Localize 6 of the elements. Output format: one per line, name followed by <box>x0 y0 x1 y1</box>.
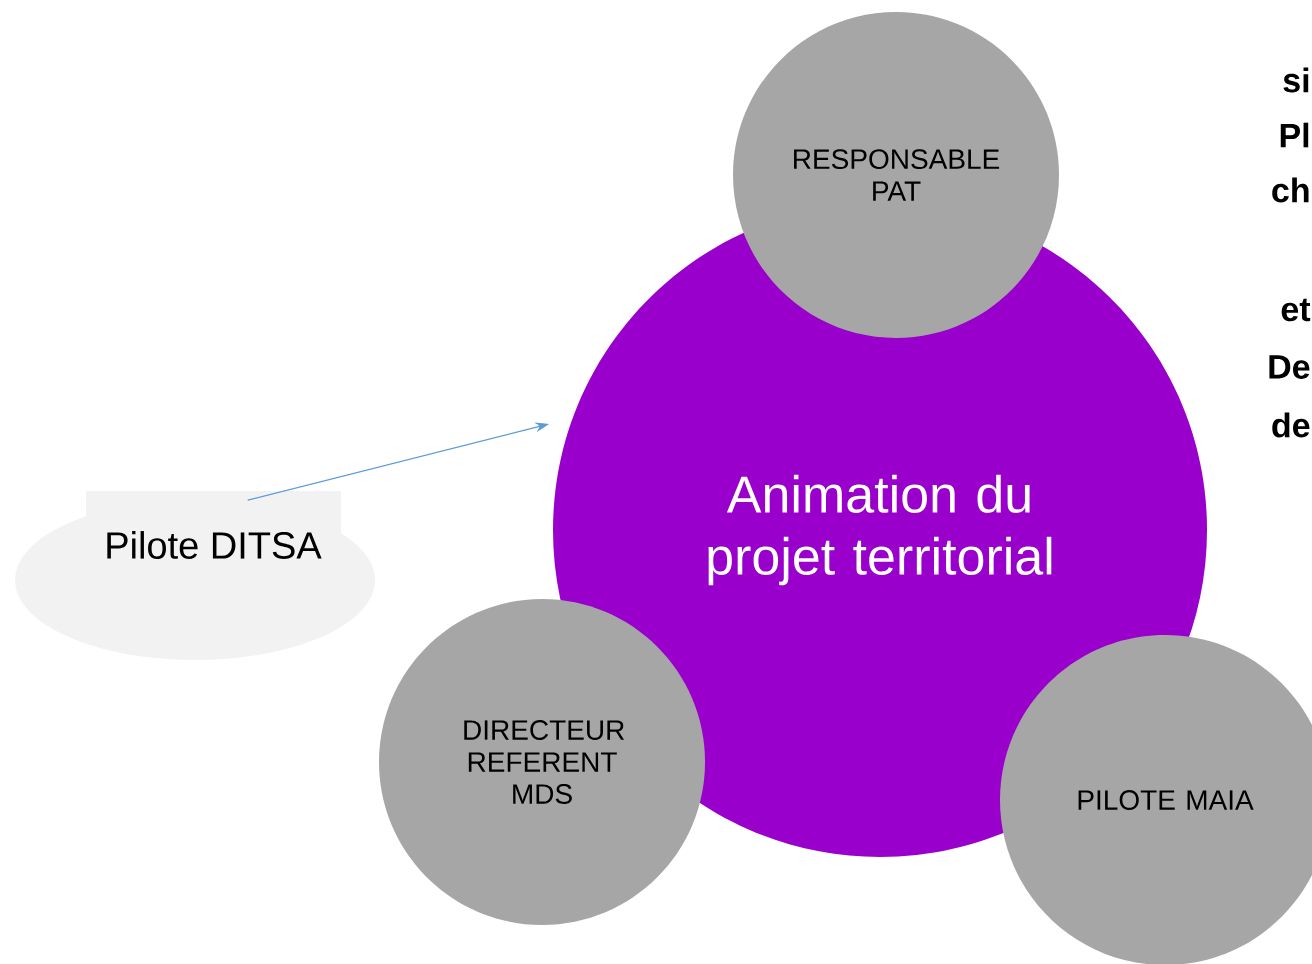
text-fragment: ch <box>1272 177 1309 203</box>
text-fragment: si <box>1283 67 1309 93</box>
text-fragment: de <box>1272 412 1310 438</box>
text-fragment: Pl <box>1280 122 1309 148</box>
text-fragment: De <box>1269 355 1310 379</box>
text-fragment: et <box>1281 298 1311 322</box>
